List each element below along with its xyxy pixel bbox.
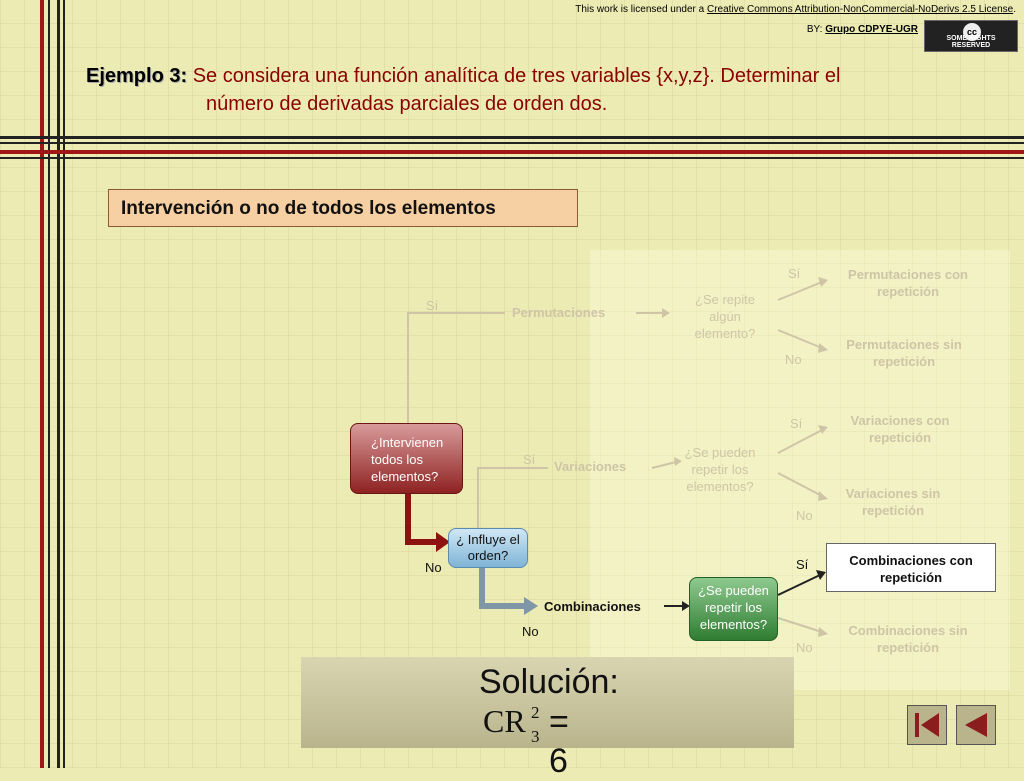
- label-no-var-sin: No: [796, 508, 813, 523]
- question-repeat-perm: ¿Se repite algún elemento?: [694, 292, 756, 341]
- label-no-perm-sin: No: [785, 352, 802, 367]
- byline: BY: Grupo CDPYE-UGR: [807, 24, 918, 35]
- label-si-perm: Sí: [426, 298, 439, 313]
- arrow-var-to-q: [651, 461, 677, 469]
- frame-horizontal-black-3: [0, 157, 1024, 159]
- page-title: Ejemplo 3: Se considera una función anal…: [86, 62, 986, 118]
- cc-badge[interactable]: cc SOME RIGHTS RESERVED: [924, 20, 1018, 52]
- result-perm-sin: Permutaciones sin repetición: [846, 337, 962, 369]
- previous-slide-button[interactable]: [956, 705, 996, 745]
- first-slide-button[interactable]: [907, 705, 947, 745]
- arrowhead-perm-con: [818, 277, 828, 287]
- result-perm-con: Permutaciones con repetición: [848, 267, 968, 299]
- license-prefix: This work is licensed under a: [575, 4, 705, 15]
- previous-slide-icon: [965, 713, 987, 737]
- frame-horizontal-black: [0, 136, 1024, 139]
- frame-vertical-black: [48, 0, 50, 768]
- arrowhead-red: [436, 532, 450, 552]
- arrow-comb-con: [777, 574, 821, 596]
- frame-horizontal-black-2: [0, 142, 1024, 144]
- license-notice: This work is licensed under a Creative C…: [575, 4, 1016, 15]
- cc-icon: cc: [963, 23, 981, 41]
- arrow-var-con: [777, 429, 823, 454]
- arrowhead-comb-q: [682, 601, 690, 611]
- frame-vertical-black-3: [63, 0, 65, 768]
- byline-link[interactable]: Grupo CDPYE-UGR: [825, 24, 918, 35]
- connector-no-blue: [479, 568, 526, 609]
- question-all-elements: ¿Intervienen todos los elementos?: [350, 423, 463, 494]
- first-slide-icon: [915, 713, 939, 737]
- arrowhead-comb-sin: [818, 627, 828, 637]
- cc-badge-text: SOME RIGHTS RESERVED: [946, 35, 996, 49]
- byline-prefix: BY:: [806, 24, 823, 35]
- solution-label: Solución:: [479, 663, 619, 701]
- arrowhead-var-con: [818, 425, 828, 434]
- arrowhead-perm-q: [662, 308, 670, 318]
- label-si-perm-con: Sí: [788, 266, 801, 281]
- label-si-var: Sí: [523, 452, 536, 467]
- label-no-comb-sin: No: [796, 640, 813, 655]
- question-order: ¿ Influye el orden?: [448, 528, 528, 568]
- result-comb-con: Combinaciones con repetición: [826, 543, 996, 592]
- permutaciones-label: Permutaciones: [512, 305, 606, 320]
- frame-horizontal-red: [0, 150, 1024, 154]
- formula-symbol: CR: [483, 703, 526, 739]
- title-line-2: número de derivadas parciales de orden d…: [206, 93, 608, 115]
- section-heading-text: Intervención o no de todos los elementos: [121, 198, 496, 219]
- license-suffix: .: [1013, 4, 1016, 15]
- connector-si-variaciones: [477, 467, 548, 528]
- frame-vertical-red: [40, 0, 44, 768]
- formula-subscript: 3: [531, 727, 540, 746]
- arrowhead-var-sin: [818, 491, 828, 501]
- frame-vertical-black-2: [57, 0, 60, 768]
- formula-result: = 6: [549, 703, 569, 780]
- title-line-1: Se considera una función analítica de tr…: [192, 65, 841, 87]
- background-table-image: [590, 250, 1010, 690]
- result-comb-sin: Combinaciones sin repetición: [848, 623, 968, 655]
- arrow-var-sin: [777, 472, 823, 497]
- label-si-var-con: Sí: [790, 416, 803, 431]
- license-link[interactable]: Creative Commons Attribution-NonCommerci…: [706, 4, 1014, 15]
- arrowhead-comb-con: [816, 570, 826, 580]
- result-var-sin: Variaciones sin repetición: [845, 486, 941, 518]
- label-no-order: No: [425, 560, 442, 575]
- formula-superscript: 2: [531, 703, 540, 722]
- arrow-perm-sin: [777, 329, 823, 349]
- label-si-comb-con: Sí: [796, 557, 809, 572]
- solution-formula: CR 2 3 = 6: [483, 703, 569, 780]
- variaciones-label: Variaciones: [554, 459, 627, 474]
- label-no-comb: No: [522, 624, 539, 639]
- section-heading: Intervención o no de todos los elementos: [108, 189, 578, 227]
- arrow-perm-con: [777, 281, 823, 301]
- example-label: Ejemplo 3:: [86, 65, 188, 87]
- question-repeat-comb: ¿Se pueden repetir los elementos?: [689, 577, 778, 641]
- arrow-comb-sin: [777, 617, 823, 633]
- arrowhead-var-q: [674, 457, 682, 466]
- arrowhead-perm-sin: [818, 343, 828, 353]
- question-repeat-var: ¿Se pueden repetir los elementos?: [684, 445, 756, 494]
- combinaciones-label: Combinaciones: [544, 599, 641, 614]
- connector-no-red: [405, 494, 438, 545]
- arrowhead-blue: [524, 597, 538, 615]
- result-var-con: Variaciones con repetición: [850, 413, 950, 445]
- connector-si-permutaciones: [407, 312, 505, 423]
- solution-panel: Solución: CR 2 3 = 6: [301, 657, 794, 780]
